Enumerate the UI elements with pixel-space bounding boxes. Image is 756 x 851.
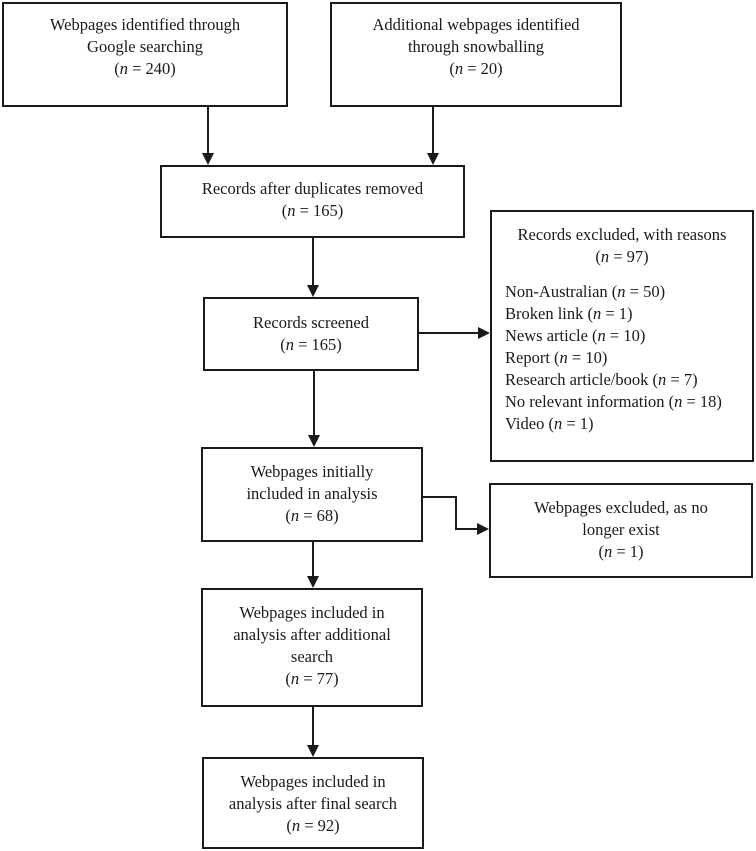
box-text-line: through snowballing [407, 37, 545, 56]
box-text-line: Webpages excluded, as no [534, 498, 708, 517]
box-text-line: Google searching [87, 37, 203, 56]
box-records-excluded-reasons: Records excluded, with reasons (n = 97) … [490, 210, 754, 462]
exclusion-reason-item: News article (n = 10) [505, 326, 646, 345]
arrow-screened-to-excluded-head [478, 327, 490, 339]
box-count: (n = 20) [449, 59, 503, 78]
arrow-duplicates-to-screened-head [307, 285, 319, 297]
box-webpages-additional-search: Webpages included in analysis after addi… [201, 588, 423, 707]
box-text-line: Webpages included in [240, 772, 386, 791]
arrow-screened-to-initially-line [313, 371, 315, 436]
box-text-line: Records after duplicates removed [201, 179, 424, 198]
box-count: (n = 240) [114, 59, 176, 78]
exclusion-reason-item: Research article/book (n = 7) [505, 370, 698, 389]
exclusion-reason-item: Video (n = 1) [505, 414, 594, 433]
box-count: (n = 97) [595, 247, 649, 266]
box-count: (n = 165) [281, 201, 344, 220]
exclusion-reason-item: Broken link (n = 1) [505, 304, 633, 323]
box-webpages-google: Webpages identified through Google searc… [2, 2, 288, 107]
arrow-initially-to-additional-line [312, 542, 314, 577]
exclusion-reasons-list: Non-Australian (n = 50) Broken link (n =… [492, 281, 752, 435]
exclusion-reason-item: Report (n = 10) [505, 348, 608, 367]
box-text-line: Records screened [253, 313, 369, 332]
box-records-duplicates-removed: Records after duplicates removed (n = 16… [160, 165, 465, 238]
arrow-initially-to-nolonger-head [477, 523, 489, 535]
box-text-line: analysis after final search [228, 794, 398, 813]
arrow-initially-to-nolonger-seg1 [423, 496, 457, 498]
box-webpages-initially-included: Webpages initially included in analysis … [201, 447, 423, 542]
arrow-additional-to-final-head [307, 745, 319, 757]
box-count: (n = 68) [285, 506, 339, 525]
box-text-line: analysis after additional [233, 625, 391, 644]
arrow-snowballing-to-duplicates-head [427, 153, 439, 165]
arrow-initially-to-additional-head [307, 576, 319, 588]
arrow-additional-to-final-line [312, 707, 314, 746]
box-webpages-snowballing: Additional webpages identified through s… [330, 2, 622, 107]
arrow-screened-to-excluded-line [419, 332, 479, 334]
box-records-screened: Records screened (n = 165) [203, 297, 419, 371]
box-count: (n = 165) [280, 335, 342, 354]
box-text-line: Additional webpages identified [372, 15, 580, 34]
arrow-duplicates-to-screened-line [312, 238, 314, 286]
arrow-google-to-duplicates-head [202, 153, 214, 165]
arrow-screened-to-initially-head [308, 435, 320, 447]
box-text-line: Records excluded, with reasons [517, 225, 727, 244]
box-text-line: longer exist [582, 520, 660, 539]
box-webpages-final-search: Webpages included in analysis after fina… [202, 757, 424, 849]
box-count: (n = 77) [285, 669, 339, 688]
arrow-google-to-duplicates-line [207, 107, 209, 154]
box-text-line: Webpages included in [239, 603, 385, 622]
box-webpages-excluded-no-longer-exist: Webpages excluded, as no longer exist (n… [489, 483, 753, 578]
box-text-line: search [290, 647, 334, 666]
arrow-initially-to-nolonger-seg3 [455, 528, 478, 530]
box-count: (n = 1) [598, 542, 644, 561]
box-count: (n = 92) [286, 816, 340, 835]
exclusion-reason-item: Non-Australian (n = 50) [505, 282, 666, 301]
box-text-line: included in analysis [246, 484, 378, 503]
arrow-initially-to-nolonger-seg2 [455, 496, 457, 530]
arrow-snowballing-to-duplicates-line [432, 107, 434, 154]
box-text-line: Webpages identified through [49, 15, 241, 34]
box-text-line: Webpages initially [250, 462, 374, 481]
exclusion-reason-item: No relevant information (n = 18) [505, 392, 722, 411]
